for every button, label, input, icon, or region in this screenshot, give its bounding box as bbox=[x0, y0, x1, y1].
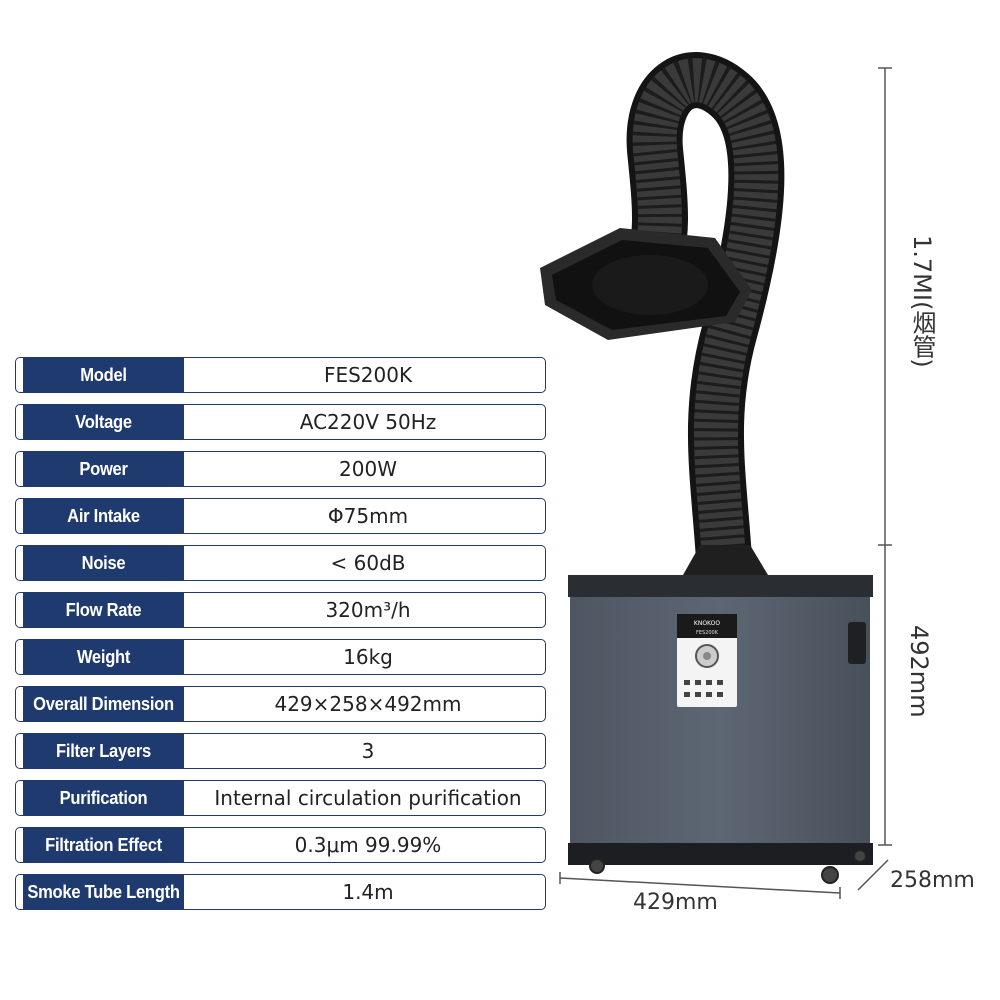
cabinet-height-label: 492mm bbox=[905, 625, 933, 718]
spec-value: < 60dB bbox=[330, 551, 406, 575]
spec-value: 16kg bbox=[343, 645, 393, 669]
spec-row-overall-dimension: Overall Dimension 429×258×492mm bbox=[15, 686, 546, 722]
spec-value: 320m³/h bbox=[325, 598, 411, 622]
dimension-lines bbox=[559, 67, 892, 899]
spec-value: 200W bbox=[339, 457, 397, 481]
spec-label: Air Intake bbox=[23, 499, 184, 533]
spec-row-power: Power 200W bbox=[15, 451, 546, 487]
spec-row-purification: Purification Internal circulation purifi… bbox=[15, 780, 546, 816]
flexible-hose bbox=[622, 52, 785, 603]
spec-label: Smoke Tube Length bbox=[23, 875, 184, 909]
spec-label: Flow Rate bbox=[23, 593, 184, 627]
caster-wheels bbox=[589, 849, 867, 884]
spec-label: Filtration Effect bbox=[23, 828, 184, 862]
cabinet: KNOKOO FES200K bbox=[568, 575, 873, 884]
spec-row-filtration-effect: Filtration Effect 0.3μm 99.99% bbox=[15, 827, 546, 863]
spec-row-noise: Noise < 60dB bbox=[15, 545, 546, 581]
spec-value: Φ75mm bbox=[327, 504, 409, 528]
depth-label: 258mm bbox=[890, 868, 975, 893]
spec-row-model: Model FES200K bbox=[15, 357, 546, 393]
spec-label: Power bbox=[23, 452, 184, 486]
spec-value: Internal circulation purification bbox=[214, 786, 522, 810]
spec-row-weight: Weight 16kg bbox=[15, 639, 546, 675]
hose-collar bbox=[683, 545, 768, 575]
spec-label: Noise bbox=[23, 546, 184, 580]
spec-label: Model bbox=[23, 358, 184, 392]
spec-row-smoke-tube-length: Smoke Tube Length 1.4m bbox=[15, 874, 546, 910]
tube-height-label: 1.7MI(烟管) bbox=[908, 235, 936, 368]
spec-label: Purification bbox=[23, 781, 184, 815]
spec-value: AC220V 50Hz bbox=[299, 410, 437, 434]
model-label: FES200K bbox=[696, 630, 719, 636]
spec-value: 0.3μm 99.99% bbox=[294, 833, 442, 857]
spec-label: Weight bbox=[23, 640, 184, 674]
suction-hood bbox=[540, 228, 752, 340]
width-label: 429mm bbox=[633, 890, 718, 915]
spec-value: 429×258×492mm bbox=[274, 692, 462, 716]
spec-row-flow-rate: Flow Rate 320m³/h bbox=[15, 592, 546, 628]
spec-label: Overall Dimension bbox=[23, 687, 184, 721]
spec-row-voltage: Voltage AC220V 50Hz bbox=[15, 404, 546, 440]
spec-row-air-intake: Air Intake Φ75mm bbox=[15, 498, 546, 534]
spec-value: 3 bbox=[361, 739, 375, 763]
spec-value: FES200K bbox=[323, 363, 413, 387]
spec-row-filter-layers: Filter Layers 3 bbox=[15, 733, 546, 769]
brand-label: KNOKOO bbox=[694, 620, 720, 627]
spec-label: Voltage bbox=[23, 405, 184, 439]
spec-value: 1.4m bbox=[342, 880, 394, 904]
spec-label: Filter Layers bbox=[23, 734, 184, 768]
